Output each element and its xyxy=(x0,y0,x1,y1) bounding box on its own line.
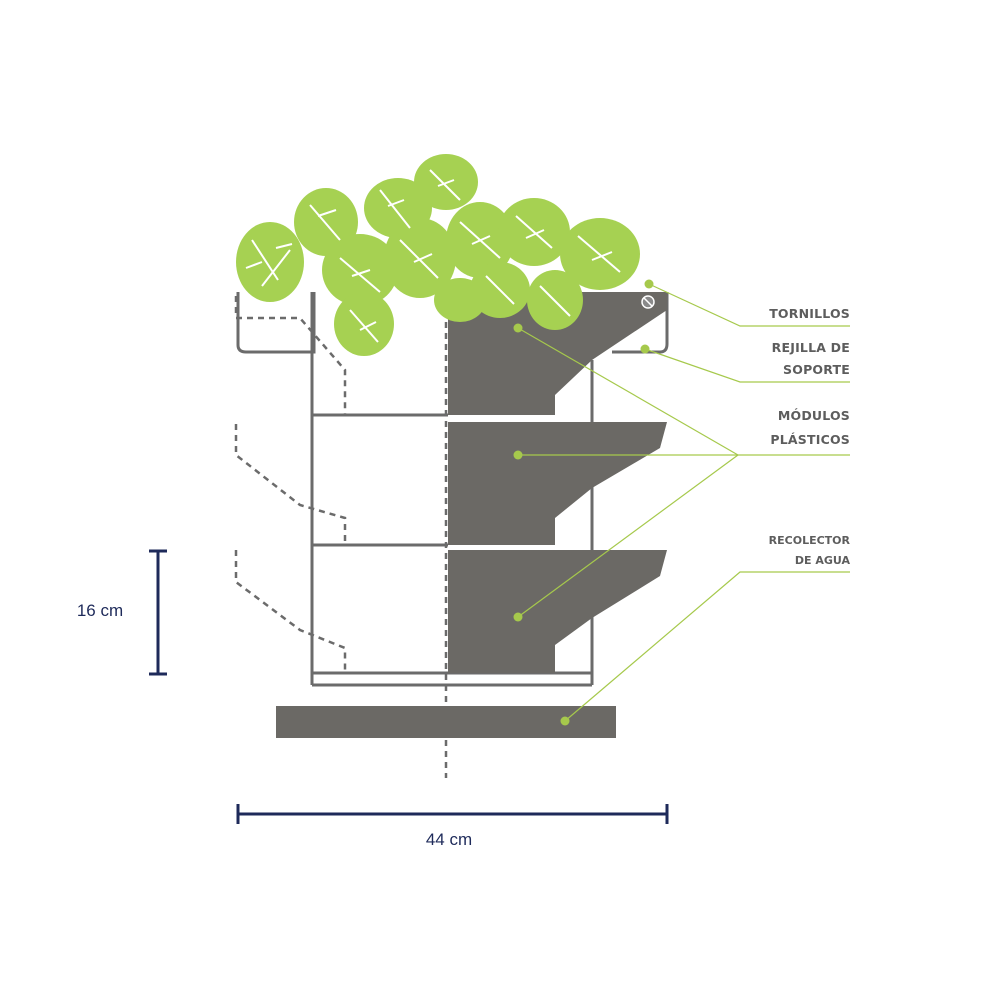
height-dimension-label: 16 cm xyxy=(77,601,123,620)
module-top xyxy=(448,292,667,415)
plastic-modules xyxy=(276,292,667,738)
leader-lines xyxy=(513,279,850,726)
label-modulos-line1: MÓDULOS xyxy=(778,408,850,423)
label-recolector-line1: RECOLECTOR xyxy=(769,534,851,547)
monstera-plant-icon xyxy=(236,154,640,356)
label-modulos-line2: PLÁSTICOS xyxy=(770,432,850,447)
label-rejilla-line2: SOPORTE xyxy=(783,362,850,377)
height-dimension xyxy=(149,549,167,676)
water-collector-tray xyxy=(276,706,616,738)
screw-icon xyxy=(641,295,655,309)
module-middle xyxy=(448,422,667,545)
width-dimension-label: 44 cm xyxy=(426,830,472,849)
width-dimension xyxy=(236,804,669,824)
hidden-module-outlines xyxy=(234,296,347,672)
label-rejilla-line1: REJILLA DE xyxy=(772,340,850,355)
module-bottom xyxy=(448,550,667,673)
label-tornillos: TORNILLOS xyxy=(769,306,850,321)
support-grid-frame xyxy=(236,292,669,687)
label-recolector-line2: DE AGUA xyxy=(795,554,851,567)
